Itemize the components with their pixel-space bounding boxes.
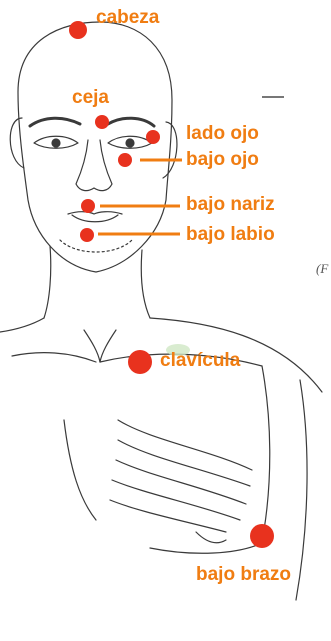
label-bajo-labio: bajo labio <box>186 225 275 244</box>
point-bajo-nariz <box>81 199 95 213</box>
neck-left <box>44 246 51 318</box>
label-ceja: ceja <box>72 88 109 107</box>
point-bajo-labio <box>80 228 94 242</box>
label-cabeza: cabeza <box>96 8 159 27</box>
mouth <box>68 212 122 214</box>
point-cabeza <box>69 21 87 39</box>
point-ceja <box>95 115 109 129</box>
cropped-side-text: (F <box>316 261 328 277</box>
point-clavicula <box>128 350 152 374</box>
point-bajo-brazo <box>250 524 274 548</box>
left-ear <box>10 118 24 168</box>
left-eyebrow <box>30 118 80 126</box>
label-bajo-ojo: bajo ojo <box>186 150 259 169</box>
left-collarbone <box>12 353 96 362</box>
chest-line <box>64 420 96 520</box>
right-arm <box>296 380 307 600</box>
label-bajo-nariz: bajo nariz <box>186 195 275 214</box>
neck-right <box>141 250 150 318</box>
label-bajo-brazo: bajo brazo <box>196 565 291 584</box>
label-lado-ojo: lado ojo <box>186 124 259 143</box>
right-eyebrow <box>108 118 154 126</box>
label-clavicula: clavícula <box>160 351 240 370</box>
underarm-curve <box>150 540 268 553</box>
point-bajo-ojo <box>118 153 132 167</box>
point-lado-ojo <box>146 130 160 144</box>
left-shoulder <box>0 318 44 332</box>
nose <box>76 140 112 191</box>
